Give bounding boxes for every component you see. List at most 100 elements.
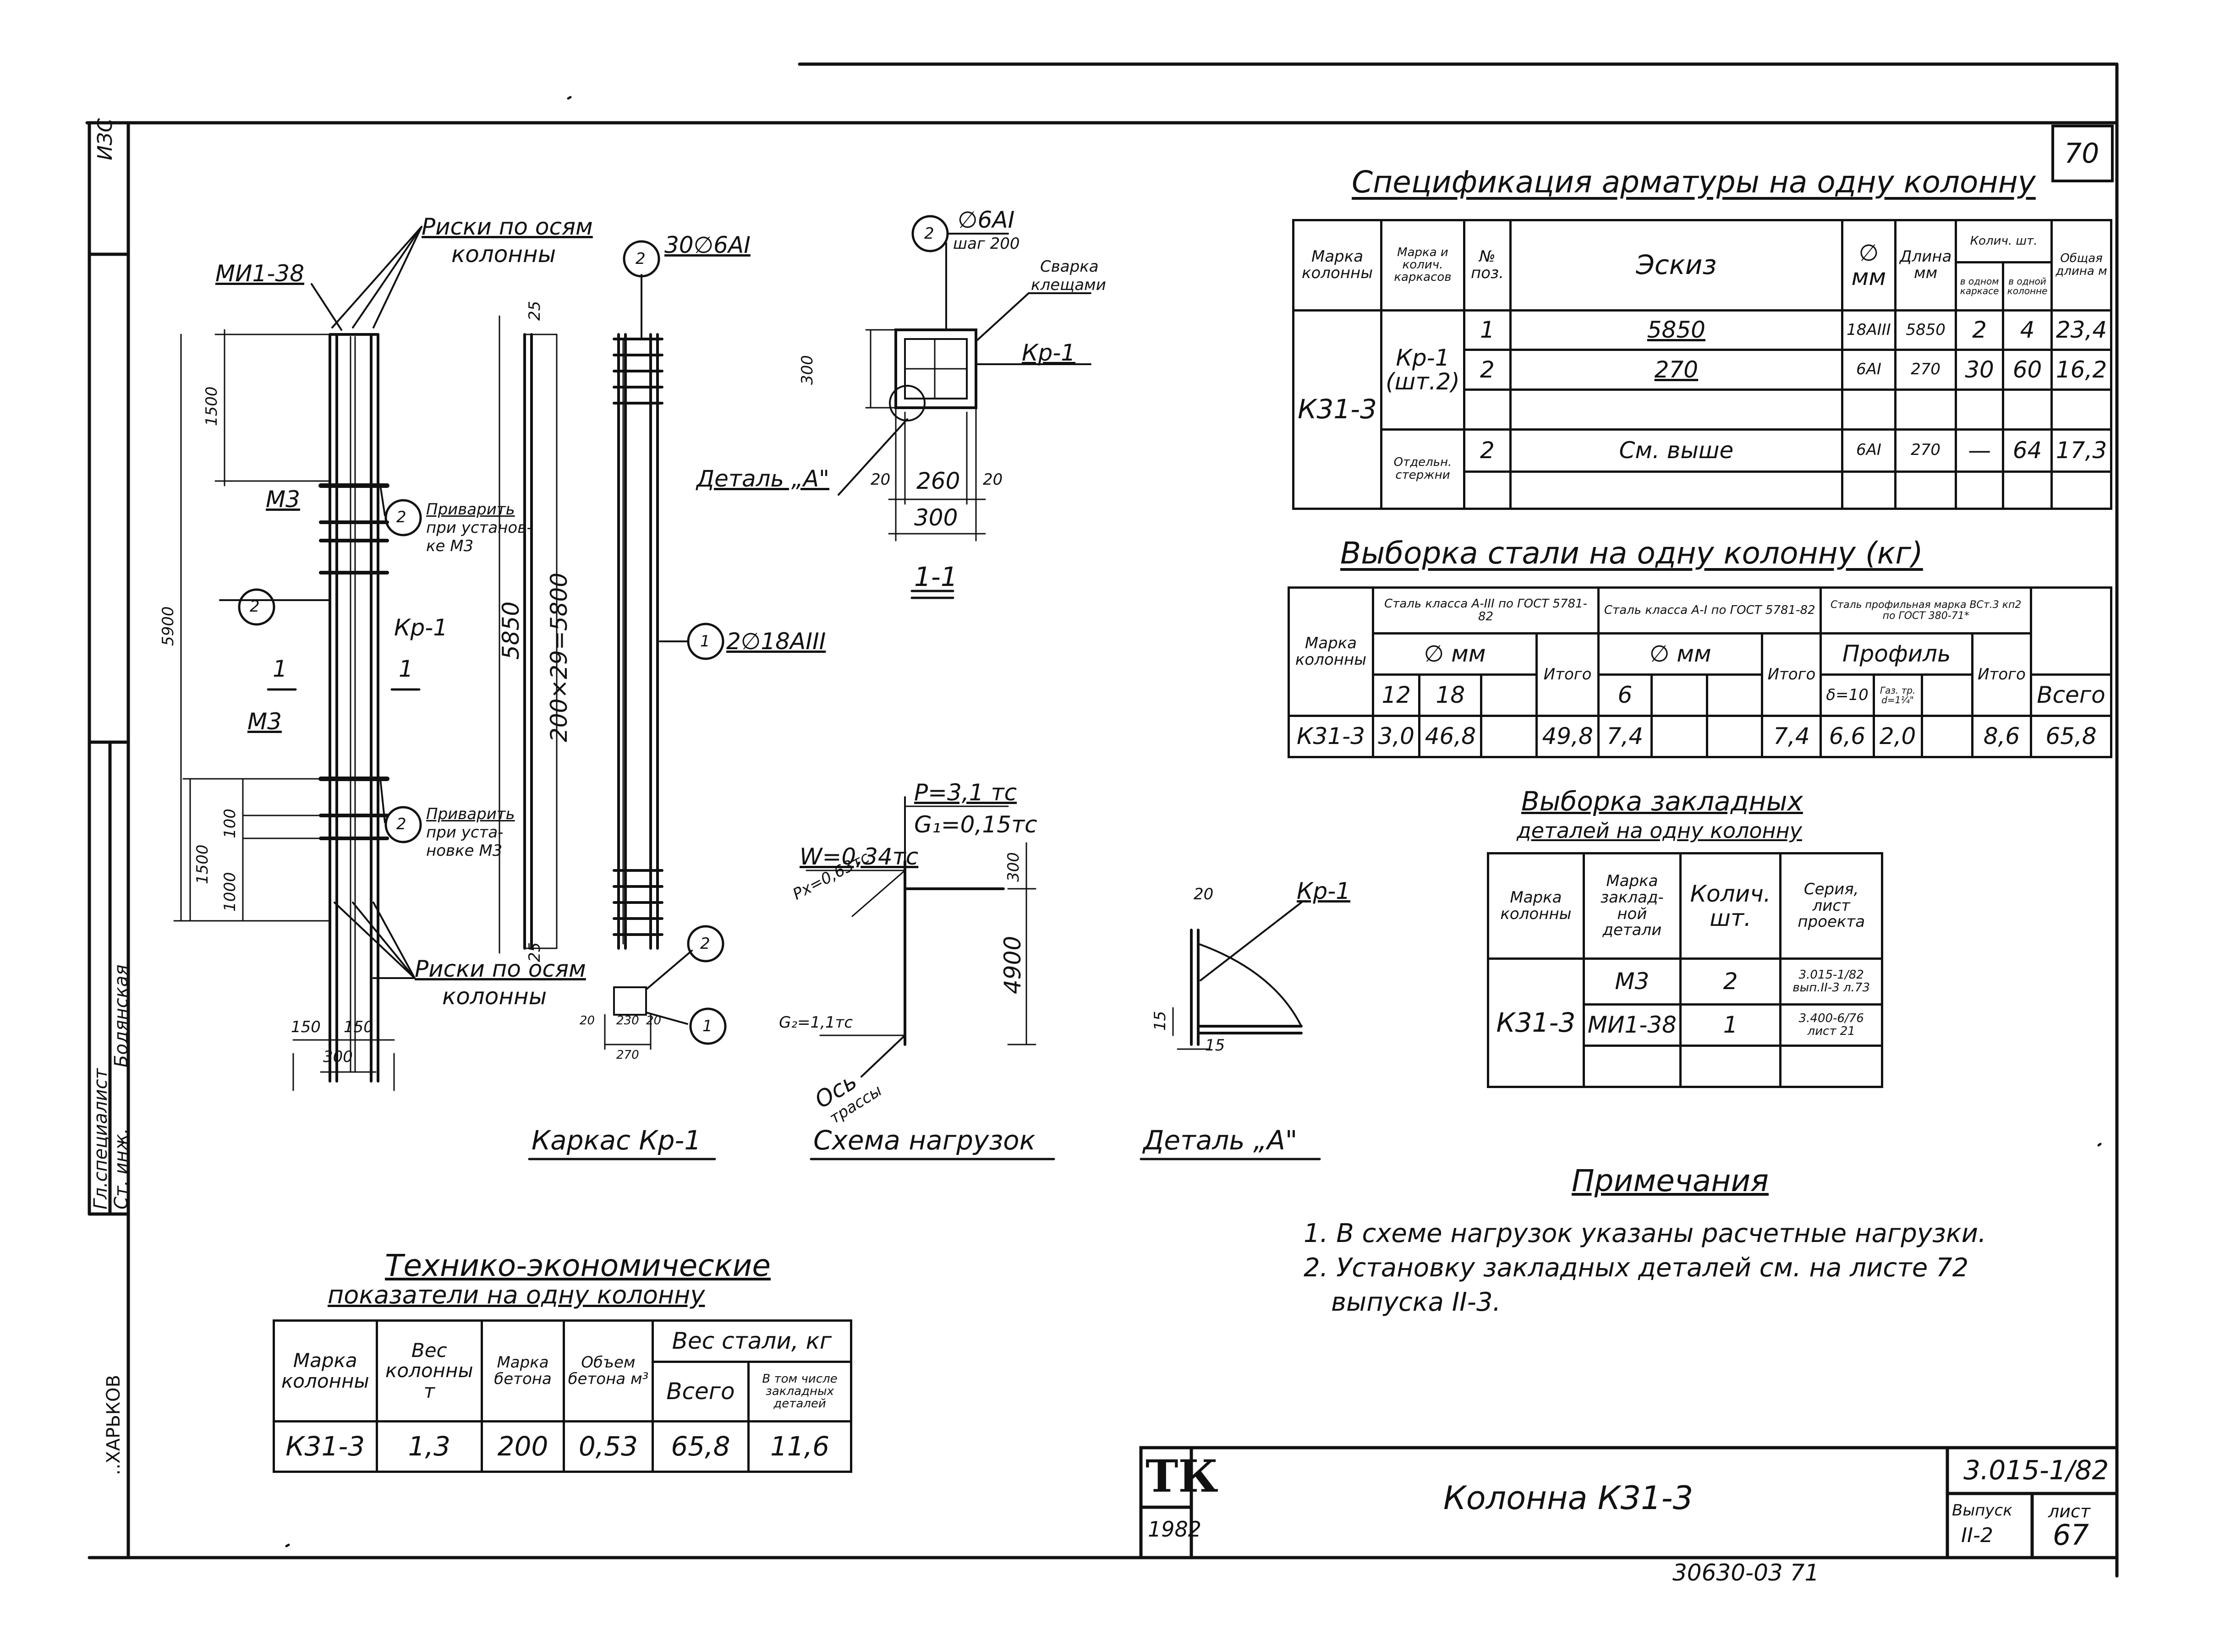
spec-r2-q1: 30 (1955, 349, 2005, 391)
steel-h-blank2 (1650, 673, 1708, 717)
notes-title: Примечания (1572, 1163, 1769, 1198)
spec-h-qty-col: в одной колонне (2002, 261, 2053, 312)
page-number-box (2051, 125, 2114, 182)
stamp-name: Бодянская (111, 964, 132, 1067)
spec-r3-dia: 6АI (1841, 428, 1897, 473)
spec-r1-len: 5850 (1894, 309, 1957, 351)
dim-5900: 5900 (159, 606, 177, 646)
weld-note-bot-1: Приварить (426, 805, 515, 823)
section-dim-20b: 20 (983, 470, 1003, 489)
embed-r2-series: 3.400-6/76 лист 21 (1779, 1003, 1883, 1047)
spec-frame-qty: (шт.2) (1386, 368, 1460, 395)
note-2: 2. Установку закладных деталей см. на ли… (1304, 1253, 1969, 1283)
tech-r-weight: 1,3 (375, 1420, 483, 1473)
spec-r2-sketch: 270 (1509, 349, 1843, 391)
section-kr-1: Кр-1 (1022, 339, 1076, 366)
spec-h-frame: Марка и колич. каркасов (1380, 219, 1465, 312)
stirrup-dim-230: 230 (616, 1014, 639, 1028)
series-number: 3.015-1/82 (1963, 1455, 2109, 1486)
label-mi1-38: МИ1-38 (215, 260, 305, 287)
note-3: выпуска II-3. (1331, 1287, 1501, 1317)
tech-r-total: 65,8 (651, 1420, 750, 1473)
sheet-label: лист (2048, 1501, 2091, 1521)
org-logo: ТК (1146, 1450, 1218, 1502)
section-weld-1: Сварка (1040, 257, 1099, 276)
spec-empty-b1 (1463, 470, 1512, 510)
tech-h-volume: Объем бетона м³ (563, 1319, 654, 1422)
frame-elevation (173, 226, 422, 1091)
sheet-title: Колонна К31-3 (1443, 1479, 1694, 1517)
section-weld-2: клещами (1031, 276, 1106, 294)
stamp-role-1: Гл.специалист (90, 1068, 111, 1209)
spec-r1-sketch: 5850 (1509, 309, 1843, 351)
weld-note-bot-2: при уста- (426, 823, 504, 842)
spec-empty-b5 (1955, 470, 2005, 510)
spec-r1-dia: 18АIII (1841, 309, 1897, 351)
spec-empty-a3 (1841, 388, 1897, 431)
spec-frame-mark: Кр-1(шт.2) (1380, 309, 1465, 431)
section-1-1 (838, 215, 1091, 599)
spec-empty-a6 (2002, 388, 2053, 431)
weld-note-top-3: ке М3 (426, 537, 474, 555)
dim-200x29: 200×29=5800 (546, 572, 572, 742)
label-riski-top-1: Риски по осям (422, 213, 593, 240)
load-G1: G₁=0,15тс (914, 811, 1037, 838)
tech-table: Марка колонны Вес колонны т Марка бетона… (273, 1319, 853, 1473)
section-detail-ref: Деталь „А" (696, 465, 830, 492)
steel-table: Марка колонны Сталь класса А-III по ГОСТ… (1288, 586, 2113, 758)
spec-empty-b7 (2050, 470, 2112, 510)
stamp-role-2: Ст. инж. (111, 1128, 132, 1209)
spec-r1-q2: 4 (2002, 309, 2053, 351)
spec-r2-q2: 60 (2002, 349, 2053, 391)
detail-dim-15b: 15 (1205, 1036, 1225, 1055)
note-1: 1. В схеме нагрузок указаны расчетные на… (1304, 1219, 1986, 1248)
steel-r-12: 3,0 (1371, 715, 1421, 758)
steel-r-mark: К31-3 (1288, 715, 1374, 758)
label-m3-bot: М3 (247, 708, 282, 735)
dim-1500-top: 1500 (203, 386, 221, 426)
dim-5850: 5850 (498, 601, 524, 660)
spec-empty-a4 (1894, 388, 1957, 431)
steel-h-a3: Сталь класса А-III по ГОСТ 5781-82 (1371, 586, 1600, 635)
steel-r-all: 65,8 (2029, 715, 2113, 758)
spec-empty-b6 (2002, 470, 2053, 510)
detail-kr-1: Кр-1 (1297, 878, 1351, 904)
steel-h-profile: Профиль (1820, 632, 1974, 676)
spec-r3-sketch: См. выше (1509, 428, 1843, 473)
spec-col-mark: К31-3 (1292, 309, 1383, 510)
label-riski-top-2: колонны (451, 241, 556, 268)
section-step: шаг 200 (953, 235, 1020, 253)
spec-empty-b4 (1894, 470, 1957, 510)
steel-r-d10: 6,6 (1820, 715, 1875, 758)
label-riski-bot-2: колонны (442, 983, 547, 1010)
spec-h-qty-frame: в одном каркасе (1955, 261, 2005, 312)
steel-r-itogo3: 8,6 (1971, 715, 2032, 758)
steel-h-d10: δ=10 (1820, 673, 1875, 717)
load-scheme (806, 796, 1036, 1078)
steel-h-empty (2029, 586, 2113, 676)
tech-h-concrete: Марка бетона (481, 1319, 565, 1422)
steel-r-blank1 (1480, 715, 1538, 758)
pos-2-circle-left: 2 (250, 597, 260, 616)
dim-25-bot: 25 (526, 942, 544, 962)
spec-empty-a2 (1509, 388, 1843, 431)
detail-dim-20: 20 (1194, 885, 1214, 903)
view-title-loads: Схема нагрузок (813, 1125, 1036, 1156)
section-dim-300h: 300 (914, 504, 958, 531)
steel-h-itogo1: Итого (1535, 632, 1600, 717)
steel-r-itogo2: 7,4 (1761, 715, 1822, 758)
spec-empty-b3 (1841, 470, 1897, 510)
spec-h-total: Общая длина м (2050, 219, 2112, 312)
steel-h-mark: Марка колонны (1288, 586, 1374, 717)
embed-h-part: Марка заклад-ной детали (1582, 852, 1682, 960)
tech-title-1: Технико-экономические (385, 1248, 771, 1283)
tech-h-total: Всего (651, 1361, 750, 1422)
load-dim-4900: 4900 (999, 935, 1026, 994)
steel-h-prof: Сталь профильная марка ВСт.3 кп2 по ГОСТ… (1820, 586, 2032, 635)
issue-label: Выпуск (1952, 1501, 2012, 1520)
dim-150-right: 150 (344, 1018, 373, 1036)
steel-h-blank3 (1705, 673, 1764, 717)
spec-empty-a5 (1955, 388, 2005, 431)
embed-r2-qty: 1 (1679, 1003, 1782, 1047)
dim-25-top: 25 (526, 301, 544, 321)
